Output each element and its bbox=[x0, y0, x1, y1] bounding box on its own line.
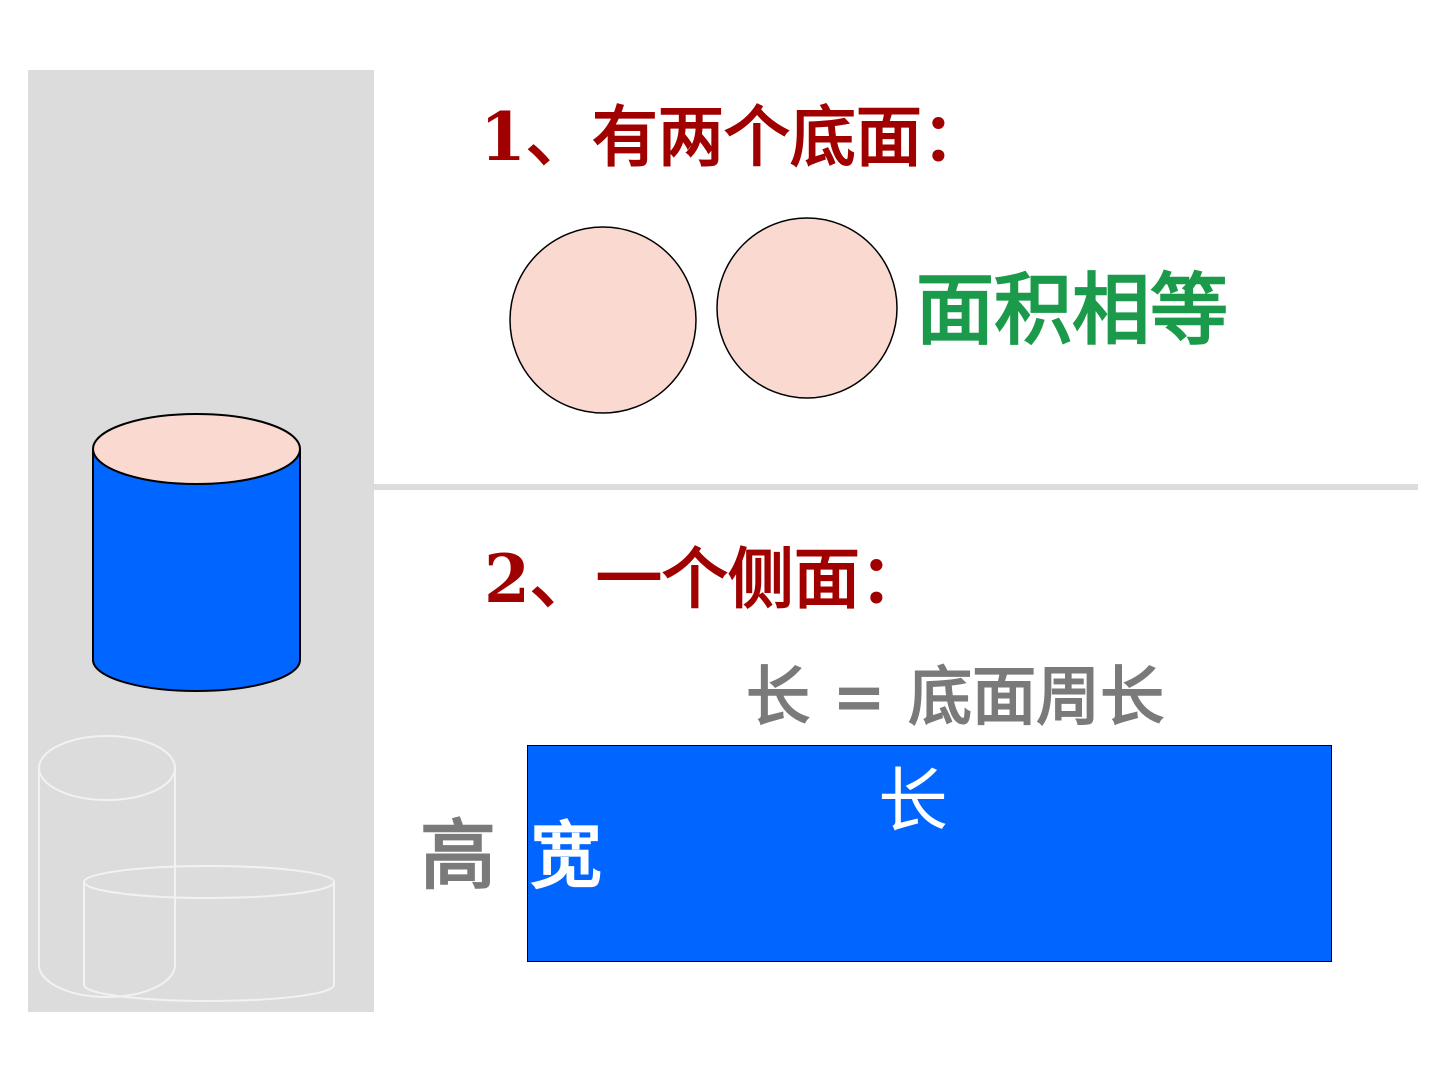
side-face-rectangle bbox=[527, 745, 1332, 962]
heading-two-bases: 1、有两个底面： bbox=[480, 98, 988, 176]
cylinder-side bbox=[92, 449, 301, 692]
cylinder-outline-watermark bbox=[38, 735, 335, 1002]
length-equation-label: 长 = 底面周长 bbox=[746, 661, 1165, 735]
height-label: 高 bbox=[420, 811, 496, 900]
heading-one-side: 2、一个侧面： bbox=[484, 540, 926, 618]
equal-area-label: 面积相等 bbox=[916, 266, 1229, 356]
width-label: 宽 bbox=[530, 813, 603, 898]
base-circle-1 bbox=[509, 226, 697, 414]
section-divider bbox=[374, 484, 1418, 490]
cylinder-illustration bbox=[92, 413, 301, 692]
length-label: 长 bbox=[878, 760, 948, 842]
base-circle-2 bbox=[716, 217, 898, 399]
cylinder-top bbox=[92, 413, 301, 485]
